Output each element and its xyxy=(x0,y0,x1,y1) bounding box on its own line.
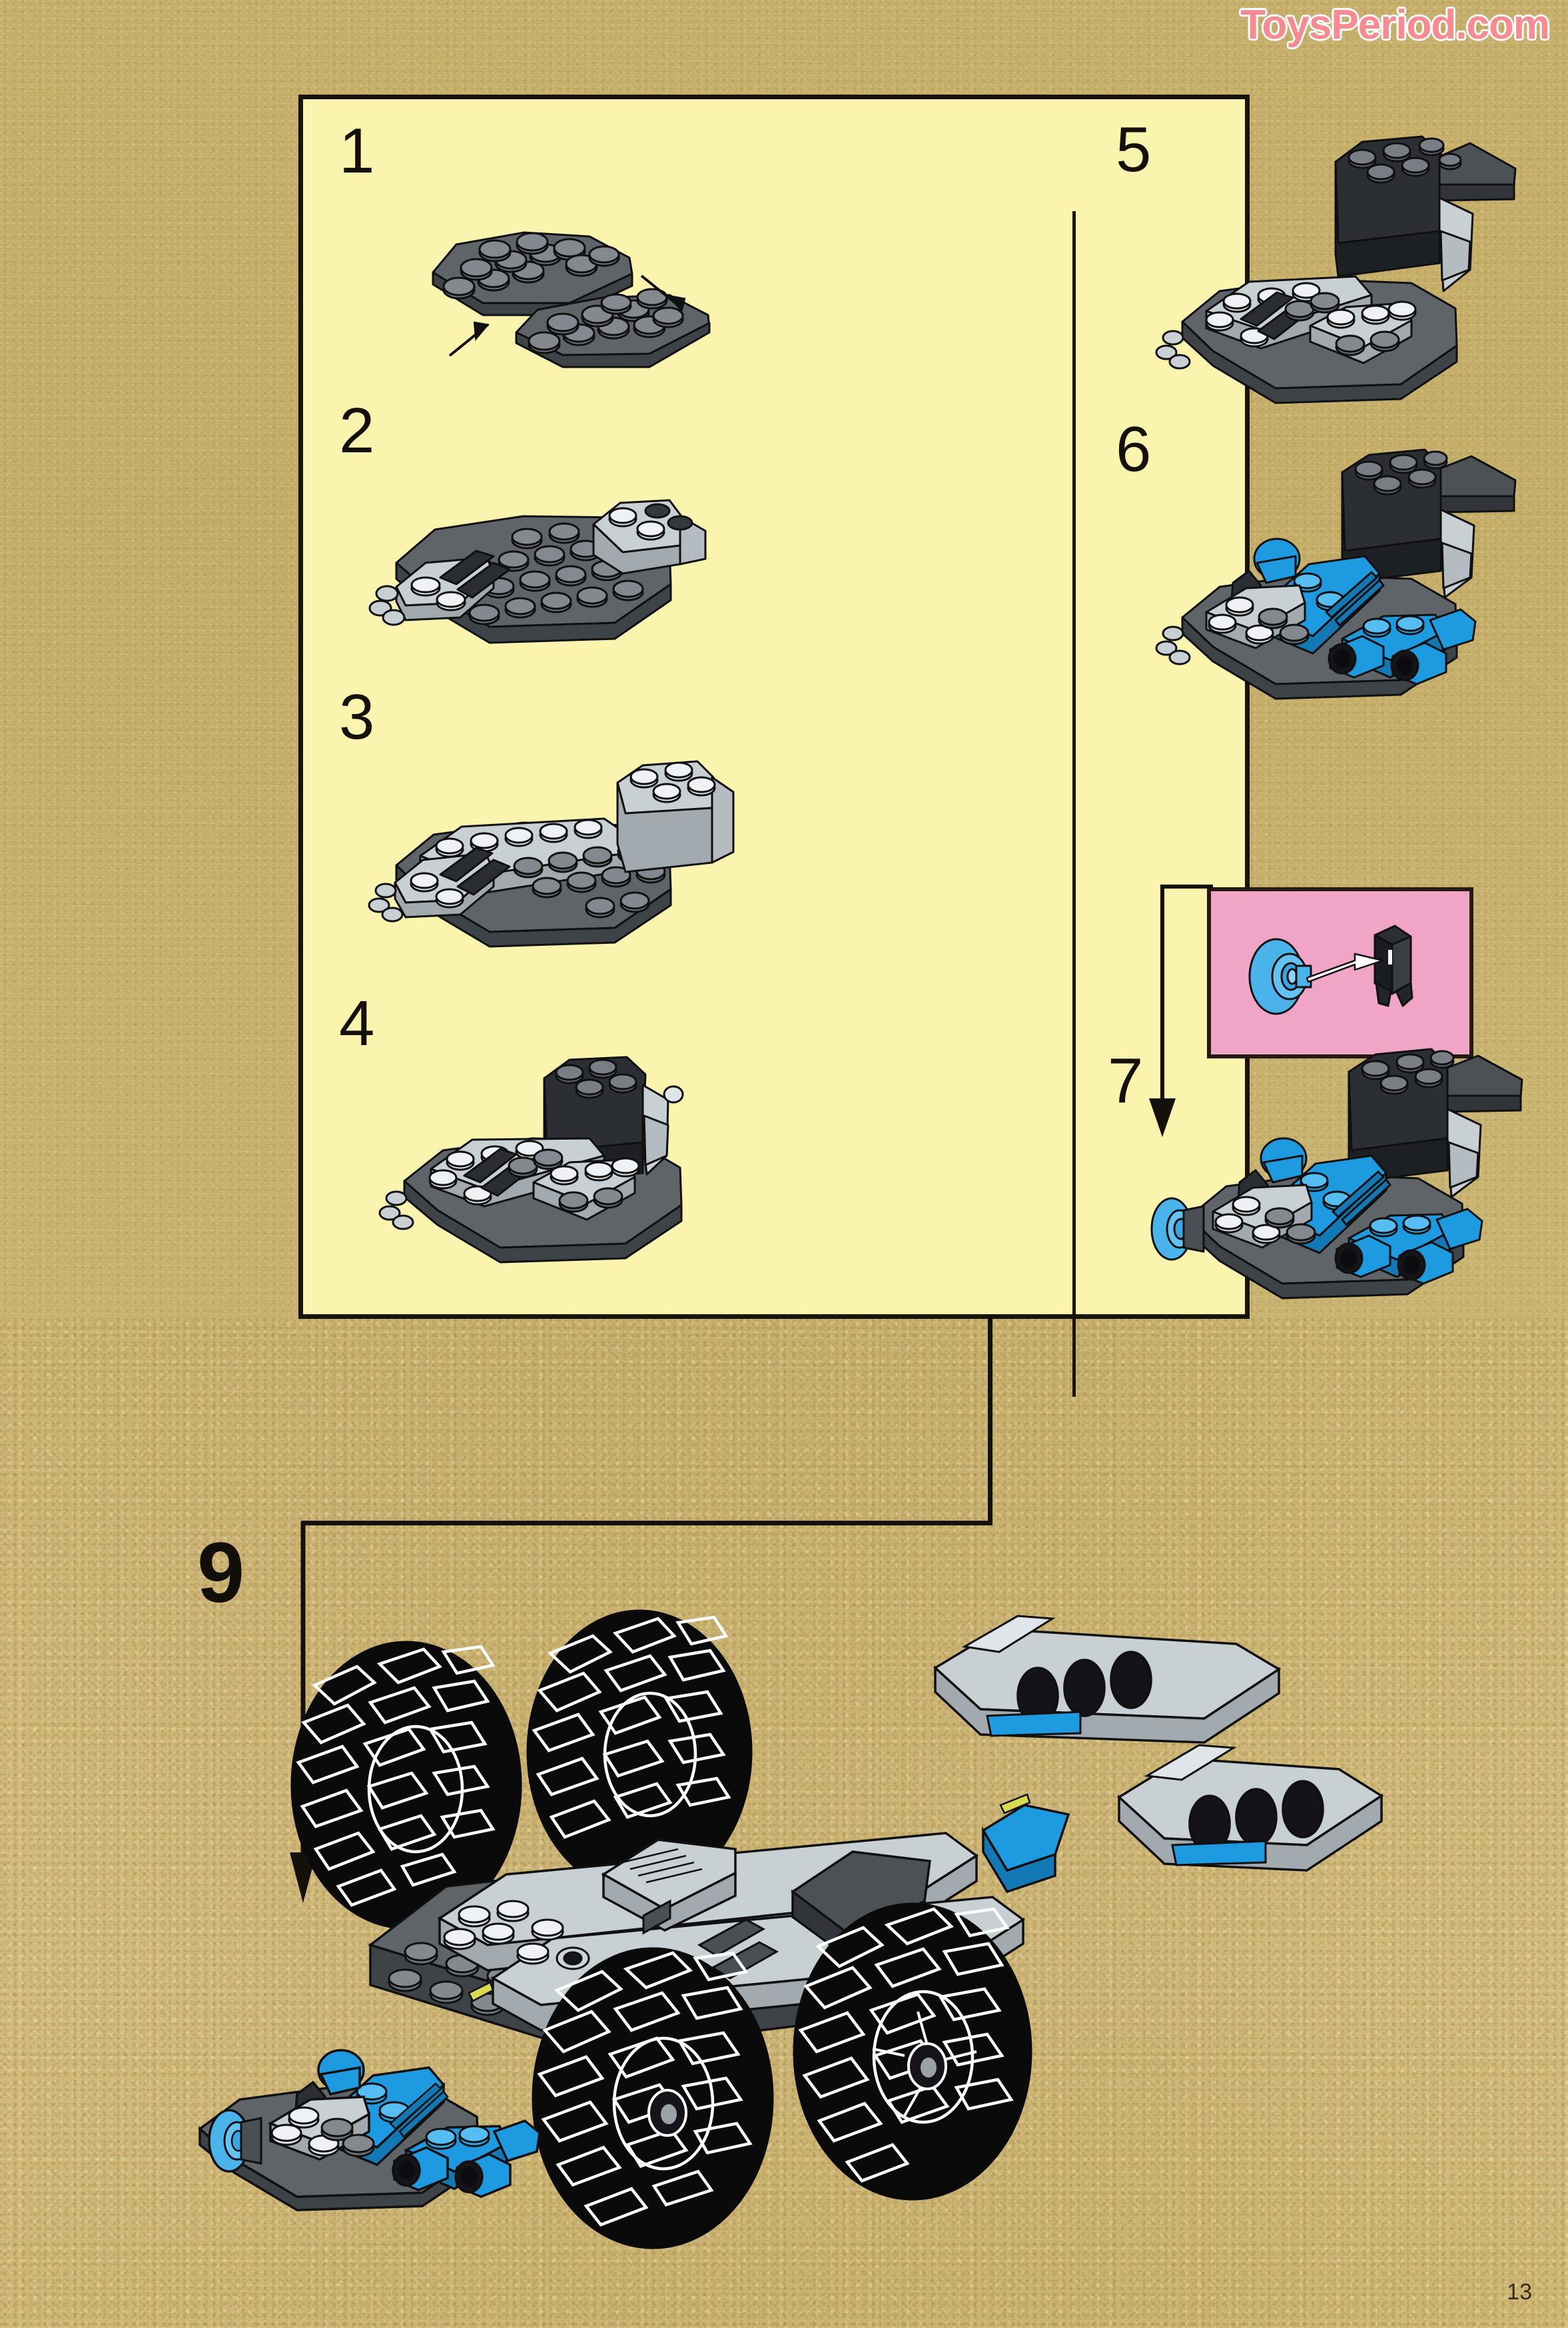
step-1-illustration xyxy=(432,231,711,368)
step-4-illustration xyxy=(378,1056,684,1264)
step-7: 7 xyxy=(1089,885,1568,1318)
page-number: 13 xyxy=(1507,2279,1532,2305)
step-2: 2 xyxy=(303,386,769,665)
step-7-number: 7 xyxy=(1108,1045,1144,1116)
tire-front-left xyxy=(532,1947,774,2249)
step-5-illustration xyxy=(1155,135,1517,404)
tire-rear-right xyxy=(526,1609,753,1894)
detail-callout-inset xyxy=(1207,887,1473,1058)
step-4: 4 xyxy=(303,978,769,1285)
step-3: 3 xyxy=(303,672,769,965)
step-3-number: 3 xyxy=(339,681,375,753)
detail-callout-illustration xyxy=(1248,925,1413,1015)
step-6: 6 xyxy=(1089,406,1568,700)
step-1: 1 xyxy=(303,99,769,379)
panel-column-divider xyxy=(1072,211,1076,1397)
step-5-number: 5 xyxy=(1116,114,1152,185)
tire-rear-left xyxy=(290,1641,522,1930)
step-1-number: 1 xyxy=(339,115,375,187)
inset-to-step7-arrow xyxy=(1149,885,1213,1137)
step-9-number: 9 xyxy=(197,1525,245,1621)
step-4-number: 4 xyxy=(339,988,375,1059)
step-2-number: 2 xyxy=(339,395,375,466)
step-5: 5 xyxy=(1089,99,1568,404)
assembly-arrow xyxy=(448,274,686,357)
panel-to-step9-connector-vertical xyxy=(988,1318,992,1525)
wing-upper xyxy=(933,1615,1282,1744)
instruction-panel: 1 xyxy=(298,95,1523,1397)
panel-to-step9-connector-horizontal xyxy=(301,1521,992,1525)
tire-front-right xyxy=(793,1902,1032,2201)
step-6-illustration xyxy=(1155,448,1517,700)
step-9-illustration xyxy=(198,1609,1384,2249)
front-subassembly xyxy=(198,2049,541,2211)
step-7-illustration xyxy=(1150,1048,1523,1300)
step-3-illustration xyxy=(368,760,735,948)
step-2-illustration xyxy=(368,499,707,644)
step-6-number: 6 xyxy=(1116,414,1152,485)
wing-lower xyxy=(1117,1744,1384,1872)
watermark-toysperiod: ToysPeriod.com xyxy=(1240,2,1550,48)
